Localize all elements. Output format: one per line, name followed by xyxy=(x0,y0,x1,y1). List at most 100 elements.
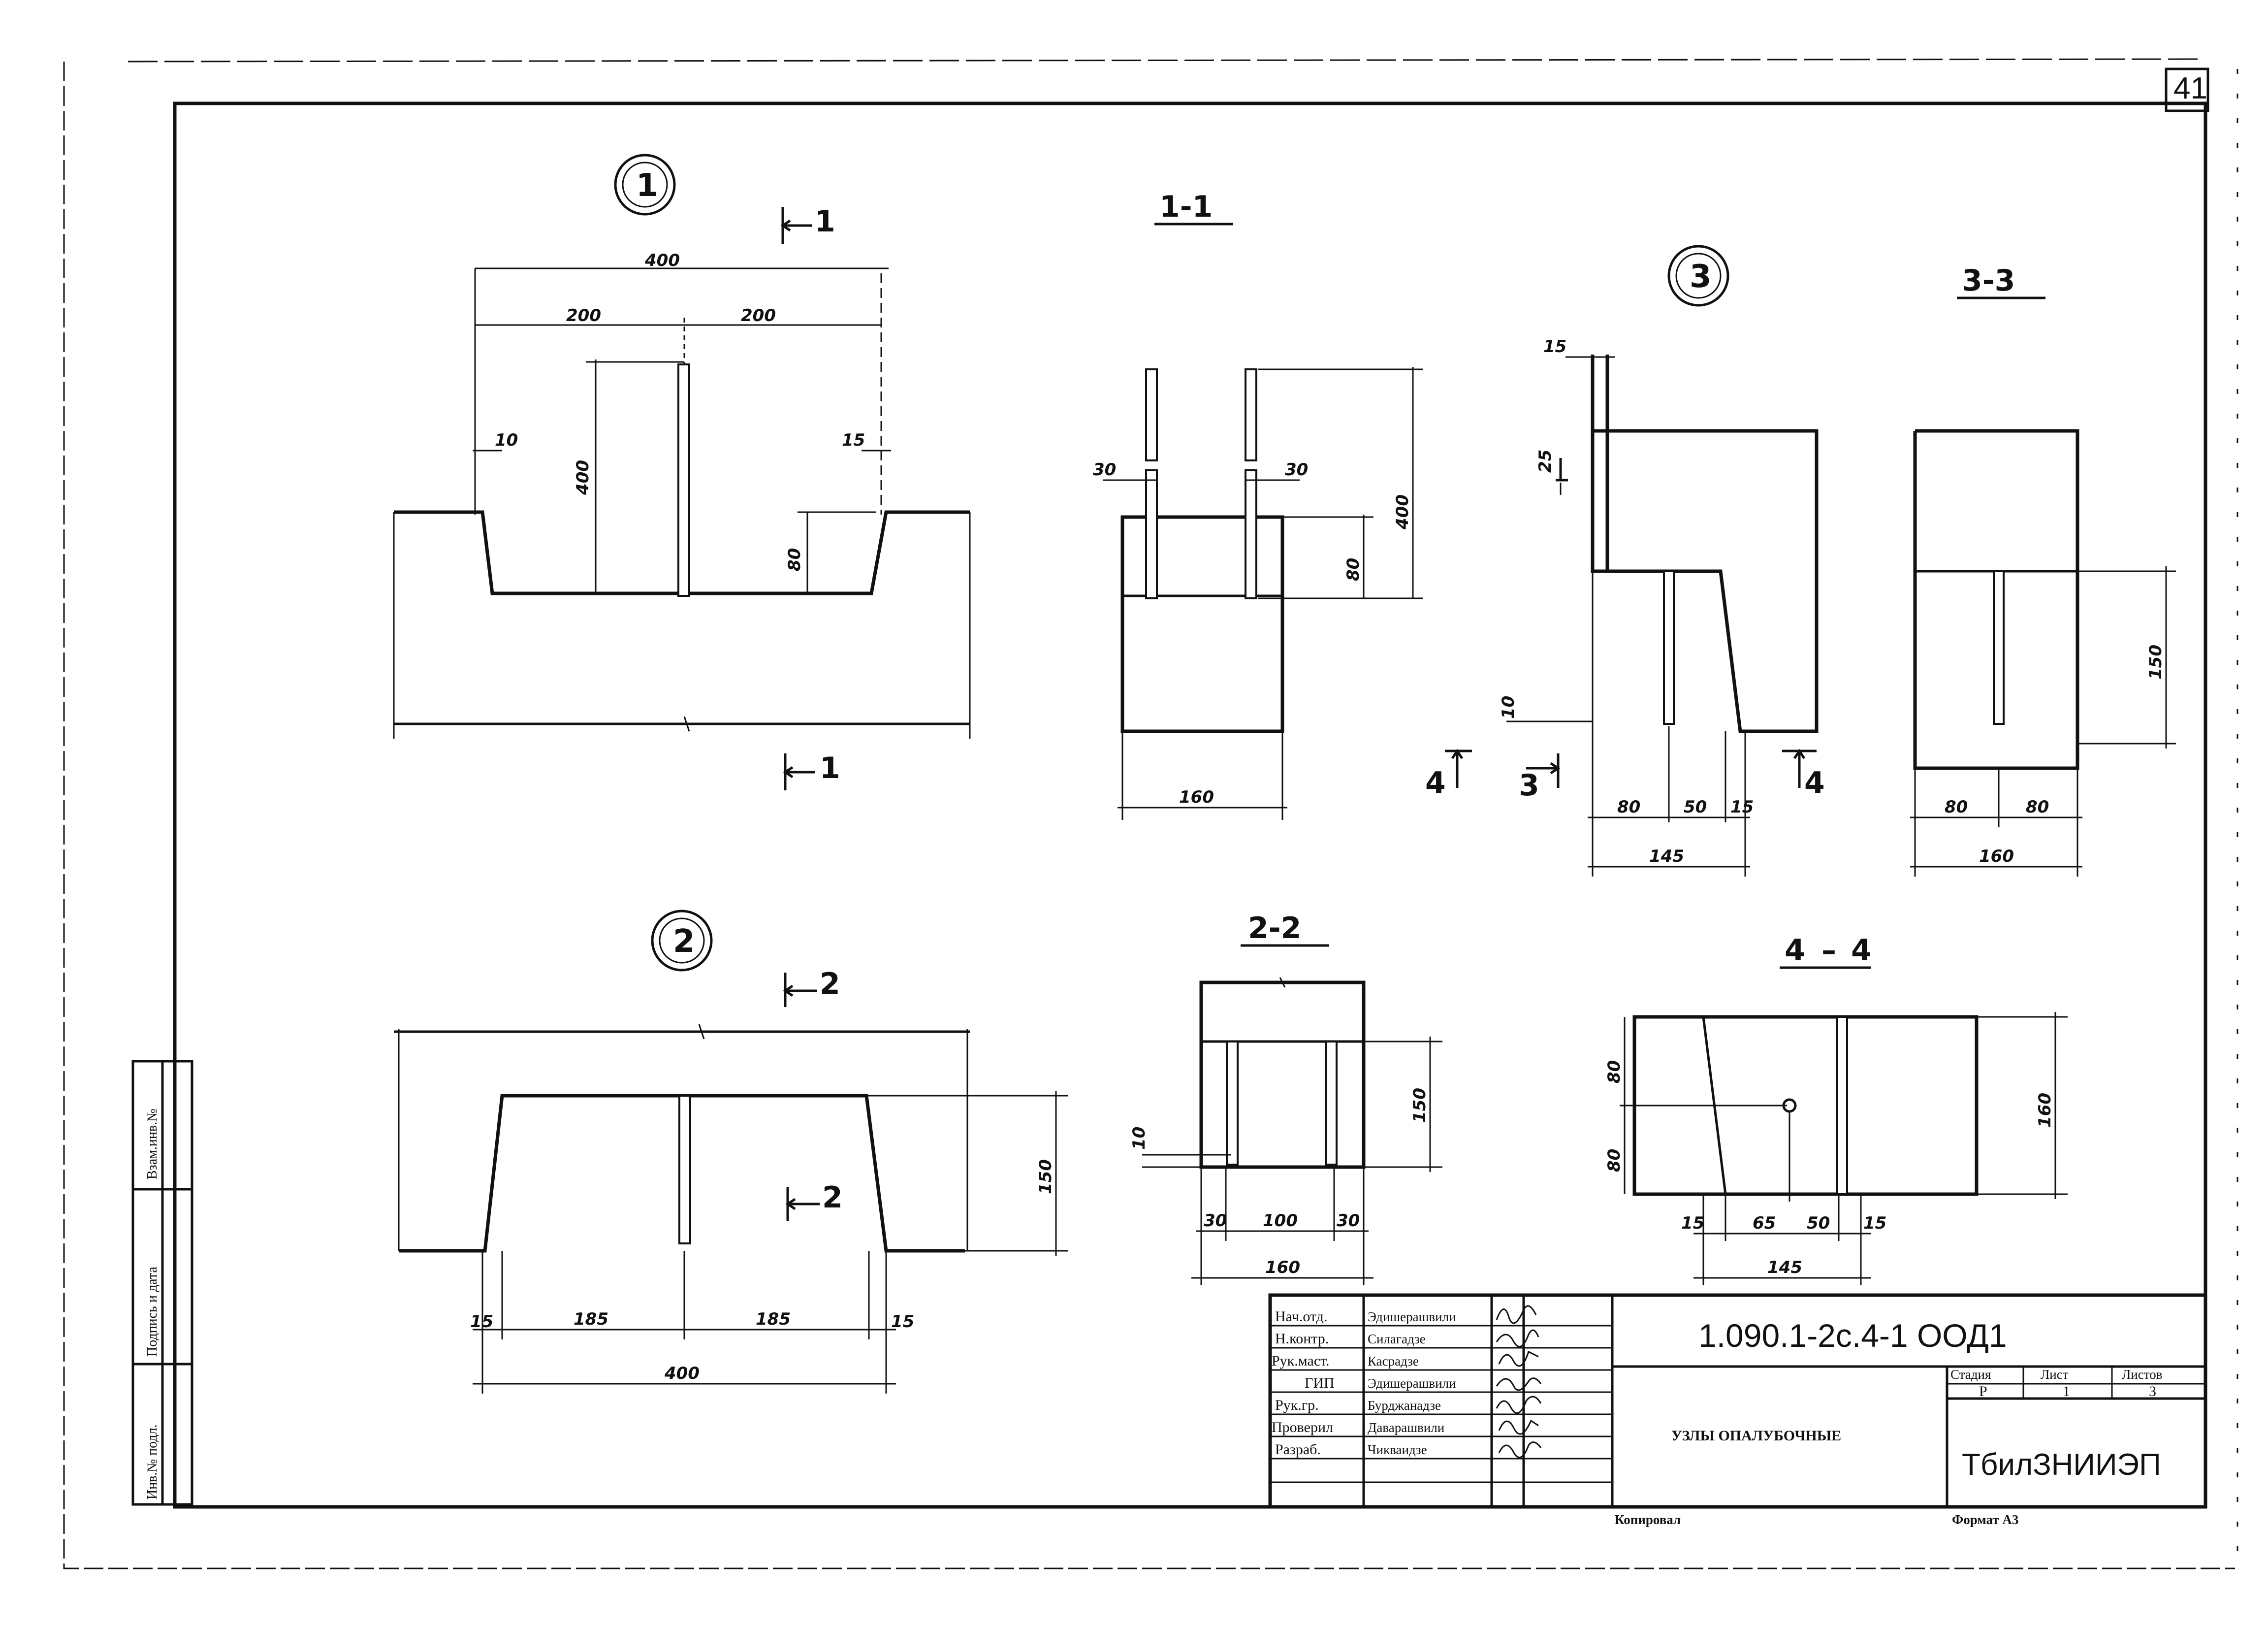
dim-n3-15b: 15 xyxy=(1730,797,1754,817)
tb-role-6: Разраб. xyxy=(1275,1441,1321,1458)
tb-name-0: Эдишерашвили xyxy=(1368,1309,1456,1324)
dim-s44-50: 50 xyxy=(1807,1213,1830,1233)
cut-1-top-label: 1 xyxy=(815,204,835,239)
dim-s44-80a: 80 xyxy=(1604,1060,1624,1083)
section-1-1-title: 1-1 xyxy=(1159,190,1213,224)
dim-s44-145: 145 xyxy=(1767,1258,1802,1277)
dim-n1-200-right: 200 xyxy=(741,306,776,326)
section-1-1 xyxy=(1103,367,1423,820)
side-stamp-sign: Подпись и дата xyxy=(145,1267,160,1357)
dim-n2-185a: 185 xyxy=(574,1309,608,1329)
cut-1-bottom-label: 1 xyxy=(820,751,840,785)
node-1-view xyxy=(393,267,971,739)
side-stamp-inv: Инв.№ подл. xyxy=(145,1424,160,1499)
node-2-label xyxy=(651,910,713,972)
tb-org: ТбилЗНИИЭП xyxy=(1962,1448,2161,1482)
node-2-view xyxy=(394,1024,1068,1394)
cut-4-left-label: 4 xyxy=(1425,766,1446,800)
dim-n3-145: 145 xyxy=(1649,847,1684,866)
dim-s11-400: 400 xyxy=(1393,494,1412,530)
tb-name-4: Бурджанадзе xyxy=(1368,1398,1441,1413)
section-4-4-title-dash: – xyxy=(1821,933,1836,968)
dim-n1-h400: 400 xyxy=(573,460,593,495)
tb-role-1: Н.контр. xyxy=(1275,1331,1329,1347)
dim-n2-150: 150 xyxy=(1036,1159,1055,1194)
dim-s33-160: 160 xyxy=(1979,847,2014,866)
title-block-grid xyxy=(1268,1293,2207,1509)
cut-4-right-label: 4 xyxy=(1804,766,1825,800)
dim-s44-80b: 80 xyxy=(1604,1149,1624,1172)
tb-role-5: Проверил xyxy=(1272,1419,1333,1435)
tb-title: УЗЛЫ ОПАЛУБОЧНЫЕ xyxy=(1671,1428,1841,1444)
dim-n3-15: 15 xyxy=(1543,337,1566,357)
cut-2-top-label: 2 xyxy=(820,967,840,1001)
tb-stage-hdr: Стадия xyxy=(1950,1367,1991,1382)
node-3-number: 3 xyxy=(1690,259,1712,295)
dim-n3-50: 50 xyxy=(1684,797,1707,817)
dim-n3-25: 25 xyxy=(1535,450,1555,473)
tb-name-3: Эдишерашвили xyxy=(1368,1376,1456,1391)
dim-s11-30a: 30 xyxy=(1093,460,1116,480)
dim-s22-160: 160 xyxy=(1265,1258,1300,1277)
section-3-3-title: 3-3 xyxy=(1962,263,2015,298)
tb-role-0: Нач.отд. xyxy=(1275,1308,1327,1325)
dim-s33-80b: 80 xyxy=(2026,797,2049,817)
dim-s22-150: 150 xyxy=(1410,1088,1430,1123)
dim-s11-160: 160 xyxy=(1179,787,1214,807)
node-2-number: 2 xyxy=(673,923,695,960)
side-stamp-replace: Взам.инв.№ xyxy=(145,1108,160,1179)
section-2-2 xyxy=(1142,977,1442,1285)
section-4-4-title-left: 4 xyxy=(1785,933,1805,968)
dim-s22-100: 100 xyxy=(1263,1211,1298,1231)
tb-role-3: ГИП xyxy=(1305,1375,1335,1391)
dim-s44-15a: 15 xyxy=(1681,1213,1704,1233)
dim-n1-80: 80 xyxy=(785,548,804,571)
side-stamp xyxy=(131,1060,193,1506)
footer-copied: Копировал xyxy=(1615,1512,1681,1527)
dim-n2-185b: 185 xyxy=(756,1309,791,1329)
dim-s22-10: 10 xyxy=(1129,1127,1149,1150)
dim-n1-200-left: 200 xyxy=(566,306,601,326)
tb-stage: Р xyxy=(1979,1383,1987,1400)
dim-s33-150: 150 xyxy=(2146,645,2166,680)
node-1-number: 1 xyxy=(636,167,658,204)
dim-s11-30b: 30 xyxy=(1285,460,1308,480)
dim-s44-15b: 15 xyxy=(1863,1213,1886,1233)
dim-n2-15b: 15 xyxy=(891,1312,914,1332)
cut-1-marks xyxy=(780,207,815,790)
section-4-4-title-right: 4 xyxy=(1851,933,1872,968)
tb-sheet-hdr: Лист xyxy=(2041,1367,2069,1382)
dim-n3-80: 80 xyxy=(1617,797,1640,817)
dim-n1-15: 15 xyxy=(842,430,865,450)
dim-n2-400: 400 xyxy=(664,1364,700,1383)
cut-3-4-marks xyxy=(1445,749,1817,788)
tb-role-4: Рук.гр. xyxy=(1275,1397,1319,1413)
tb-name-2: Касрадзе xyxy=(1368,1354,1419,1368)
dim-n1-10: 10 xyxy=(495,430,518,450)
sheet-frame xyxy=(63,58,2238,1569)
dim-s22-30b: 30 xyxy=(1337,1211,1360,1231)
dim-s44-65: 65 xyxy=(1753,1213,1776,1233)
cut-3-label: 3 xyxy=(1519,768,1539,803)
section-3-3 xyxy=(1910,429,2176,877)
tb-name-6: Чикваидзе xyxy=(1368,1442,1427,1457)
node-3-view xyxy=(1506,355,1819,877)
dim-s44-160: 160 xyxy=(2035,1093,2055,1128)
dim-n1-400: 400 xyxy=(644,251,680,270)
cut-2-bottom-label: 2 xyxy=(822,1180,843,1215)
tb-doc-code: 1.090.1-2с.4-1 ООД1 xyxy=(1698,1317,2007,1354)
dim-n2-15a: 15 xyxy=(470,1312,493,1332)
dim-s33-80a: 80 xyxy=(1945,797,1968,817)
tb-name-1: Силагадзе xyxy=(1368,1332,1426,1346)
dim-s11-80: 80 xyxy=(1343,558,1363,581)
node-1-label xyxy=(614,154,676,216)
section-4-4 xyxy=(1620,1012,2068,1285)
dim-n3-10: 10 xyxy=(1499,696,1518,719)
dim-s22-30a: 30 xyxy=(1204,1211,1227,1231)
node-3-label xyxy=(1667,245,1729,307)
page-number: 41 xyxy=(2173,71,2207,105)
tb-sheets-hdr: Листов xyxy=(2122,1367,2162,1382)
signatures xyxy=(1496,1305,1542,1459)
tb-role-2: Рук.маст. xyxy=(1272,1353,1330,1369)
